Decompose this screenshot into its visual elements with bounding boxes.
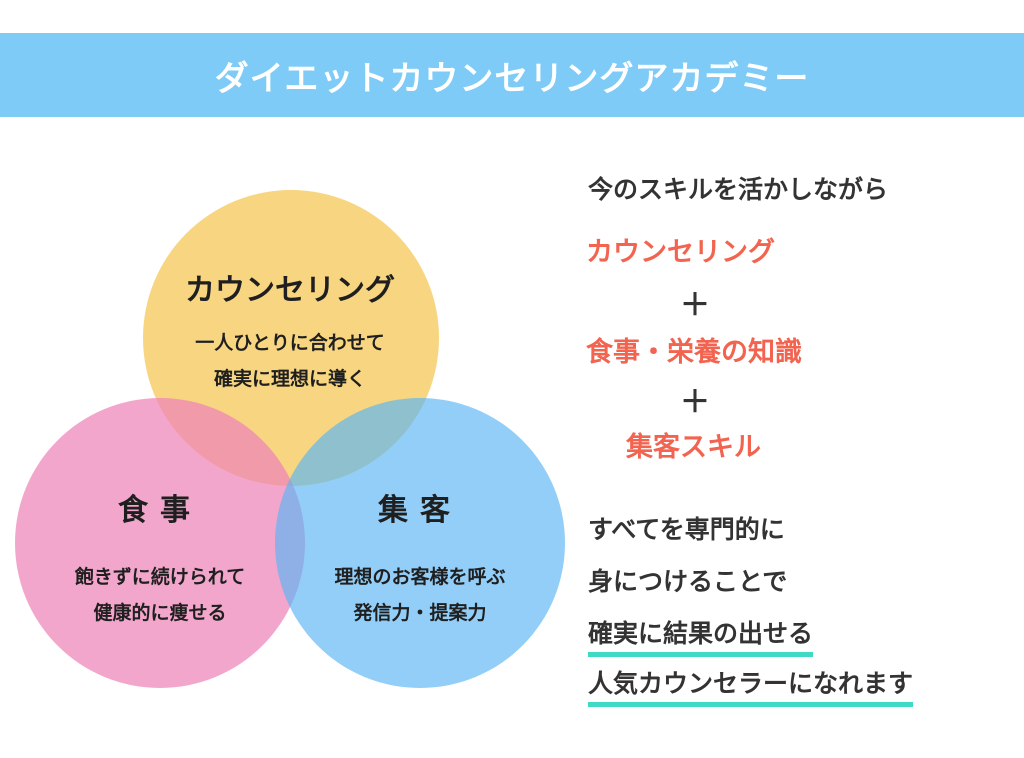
summary-line-4-highlighted: 人気カウンセラーになれます xyxy=(588,664,914,707)
meal-title: 食事 xyxy=(118,493,202,528)
meal-desc-1: 飽きずに続けられて xyxy=(74,566,246,588)
plus-sign-1: ＋ xyxy=(680,288,710,323)
summary-line-1: すべてを専門的に xyxy=(588,515,785,544)
meal-desc-2: 健康的に痩せる xyxy=(93,602,227,624)
header-banner: ダイエットカウンセリングアカデミー xyxy=(0,33,1024,117)
counseling-title: カウンセリング xyxy=(185,273,395,308)
summary-line-2: 身につけることで xyxy=(588,567,788,596)
skill-nutrition: 食事・栄養の知識 xyxy=(586,337,802,368)
skill-counseling: カウンセリング xyxy=(586,237,775,268)
counseling-desc-2: 確実に理想に導く xyxy=(213,368,366,390)
marketing-text: 集客 理想のお客様を呼ぶ 発信力・提案力 xyxy=(285,485,555,631)
marketing-desc-1: 理想のお客様を呼ぶ xyxy=(334,566,506,588)
page-title: ダイエットカウンセリングアカデミー xyxy=(214,58,810,99)
counseling-text: カウンセリング 一人ひとりに合わせて 確実に理想に導く xyxy=(150,265,430,397)
plus-sign-2: ＋ xyxy=(680,385,710,420)
counseling-desc-1: 一人ひとりに合わせて xyxy=(195,332,385,354)
venn-circle-marketing xyxy=(275,398,565,688)
marketing-title: 集客 xyxy=(378,493,462,528)
venn-circle-meal xyxy=(15,398,305,688)
meal-text: 食事 飽きずに続けられて 健康的に痩せる xyxy=(25,485,295,631)
summary-line-3-highlighted: 確実に結果の出せる xyxy=(588,614,814,657)
intro-text: 今のスキルを活かしながら xyxy=(588,175,889,204)
venn-diagram: カウンセリング 一人ひとりに合わせて 確実に理想に導く 食事 飽きずに続けられて… xyxy=(0,180,570,700)
description-panel: 今のスキルを活かしながら カウンセリング ＋ 食事・栄養の知識 ＋ 集客スキル … xyxy=(580,0,1020,758)
marketing-desc-2: 発信力・提案力 xyxy=(353,602,487,624)
skill-marketing: 集客スキル xyxy=(626,432,761,463)
